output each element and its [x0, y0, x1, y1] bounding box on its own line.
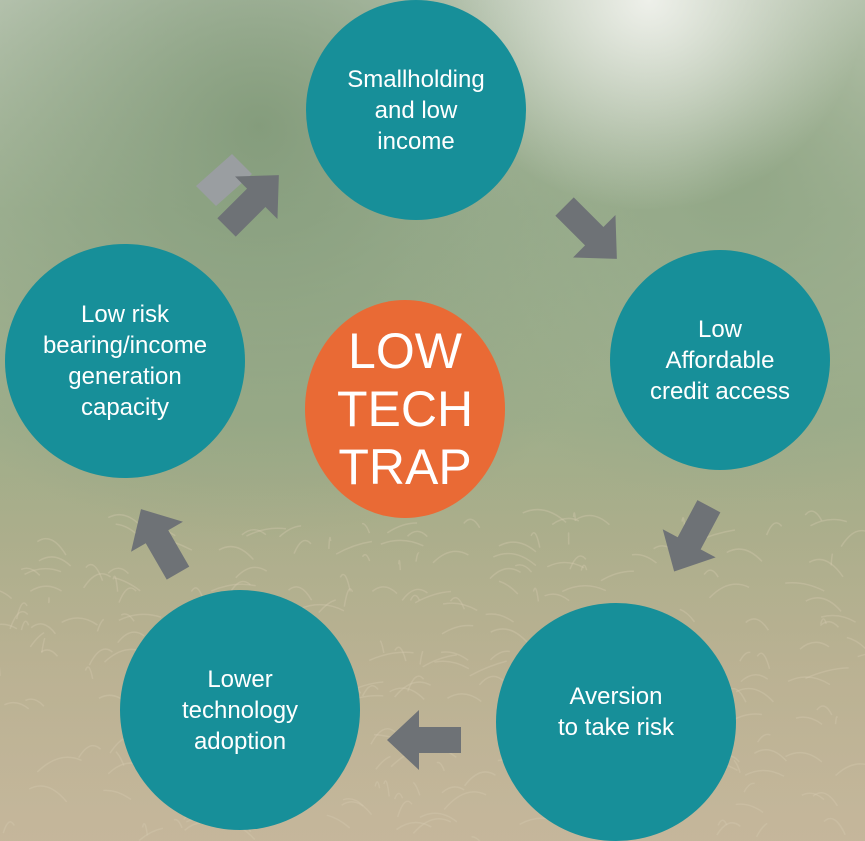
node-credit-access-label: Low Affordable credit access	[649, 315, 791, 405]
arrow-down-left-icon	[662, 500, 721, 572]
node-risk-aversion-label: Aversion to take risk	[557, 683, 675, 741]
arrow-up-left-icon	[131, 509, 190, 580]
node-risk-bearing-capacity-label: Low risk bearing/income generation capac…	[42, 301, 208, 421]
arrow-tail-shade	[196, 154, 252, 206]
node-risk-aversion: Aversion to take risk	[496, 603, 736, 841]
node-smallholding-label: Smallholding and low income	[347, 65, 485, 155]
center-low-tech-trap: LOW TECH TRAP	[305, 300, 505, 518]
arrow-left-icon	[387, 710, 461, 770]
node-credit-access: Low Affordable credit access	[610, 250, 830, 470]
arrow-up-right-icon	[217, 175, 279, 237]
arrow-right-down-icon	[555, 197, 617, 259]
node-risk-bearing-capacity: Low risk bearing/income generation capac…	[5, 244, 245, 478]
node-technology-adoption-label: Lower technology adoption	[181, 665, 299, 755]
node-technology-adoption: Lower technology adoption	[120, 590, 360, 830]
node-smallholding: Smallholding and low income	[306, 0, 526, 220]
center-low-tech-trap-label: LOW TECH TRAP	[336, 323, 474, 495]
